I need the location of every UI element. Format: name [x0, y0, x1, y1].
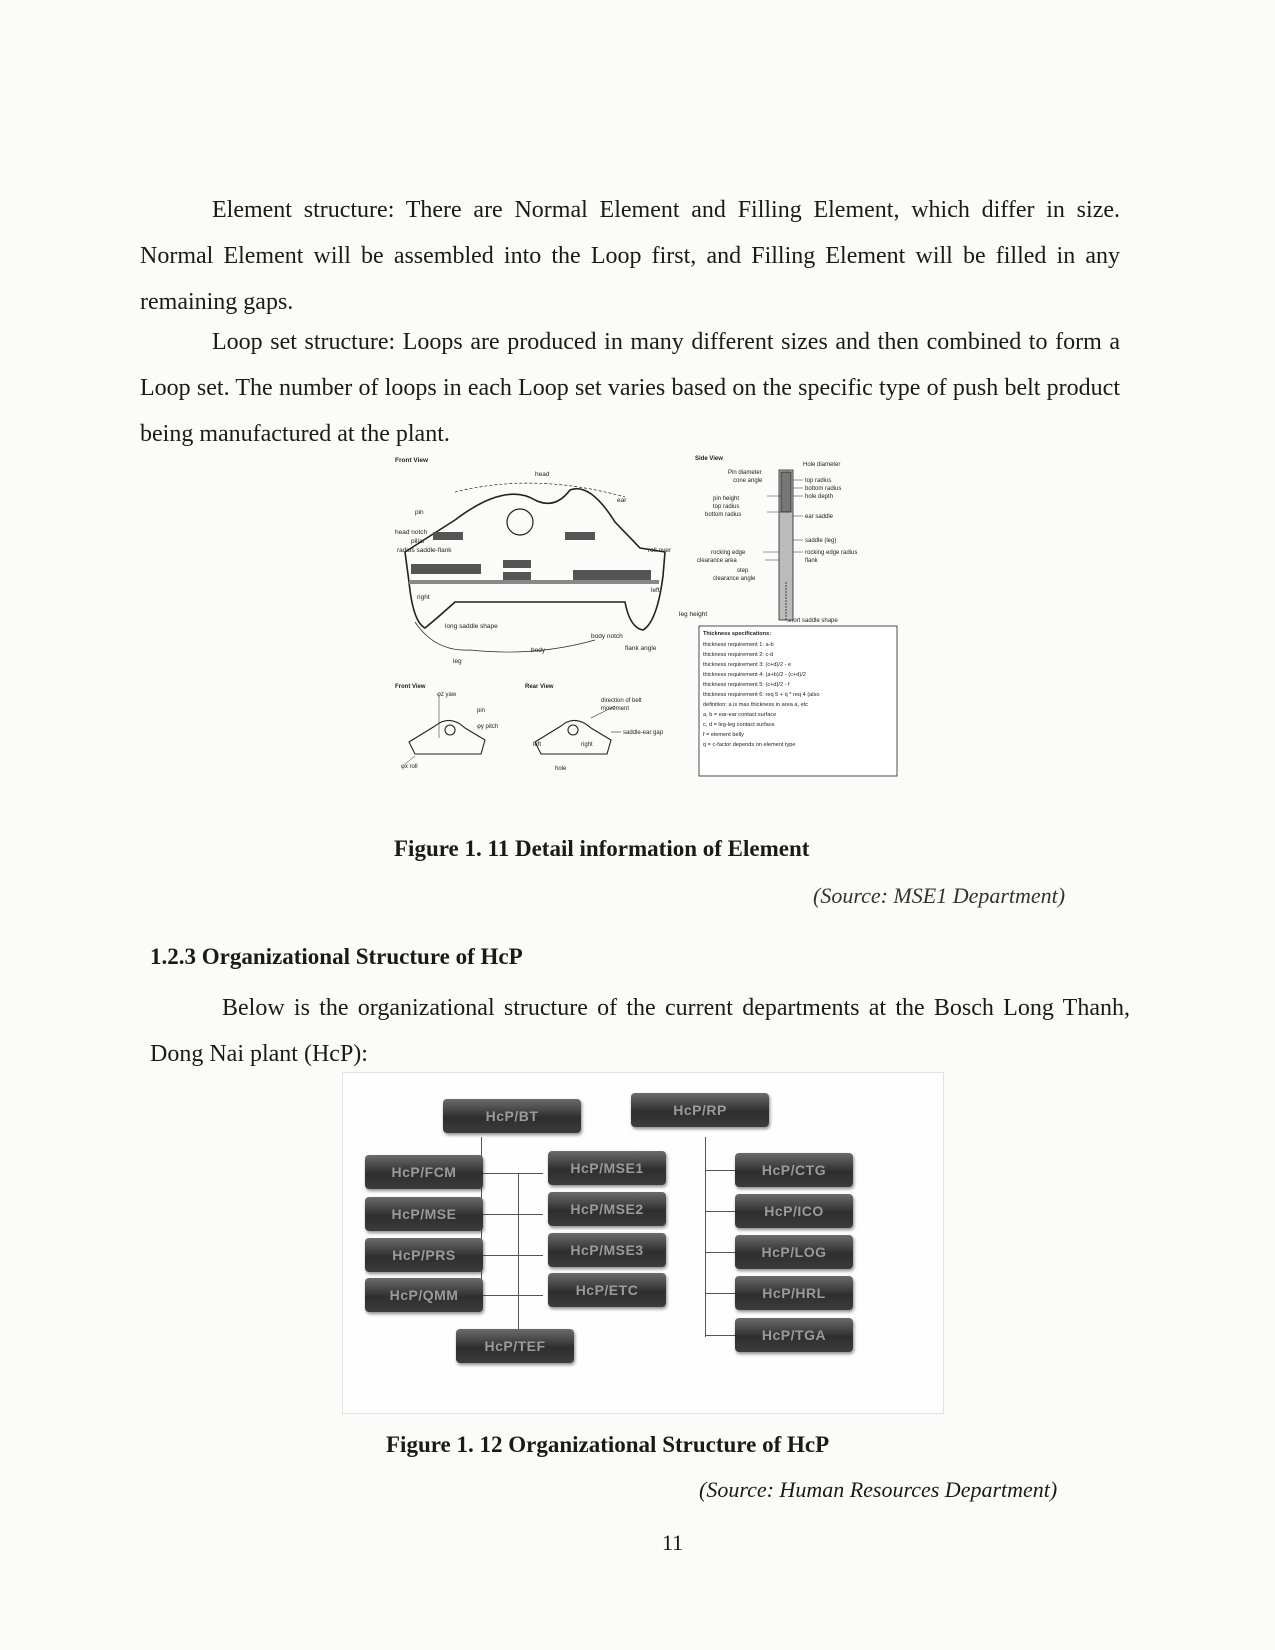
org-node-right: HcP/CTG [735, 1153, 853, 1187]
label-clearance-angle: clearance angle [713, 576, 756, 582]
side-view-title: Side View [695, 456, 723, 462]
page-number: 11 [662, 1530, 684, 1555]
thickness-title: Thickness specifications: [703, 631, 771, 637]
label-hole-depth: hole depth [805, 494, 833, 500]
org-node-middle: HcP/MSE2 [548, 1192, 666, 1226]
org-node-top: HcP/BT [443, 1099, 581, 1133]
label-direction: direction of belt [601, 698, 642, 704]
label-rocking-edge: rocking edge [711, 550, 746, 556]
thickness-line: thickness requirement 5: (c+d)/2 - f [703, 682, 790, 688]
section-heading: 1.2.3 Organizational Structure of HcP [150, 944, 523, 969]
thickness-line: thickness requirement 1: a-b [703, 642, 774, 648]
org-node-left: HcP/FCM [365, 1155, 483, 1189]
label-pin-height: pin height [713, 496, 739, 502]
label-ear: ear [617, 497, 627, 504]
label-head-notch: head notch [395, 529, 428, 536]
thickness-line: thickness requirement 4: (a+b)/2 - (c+d)… [703, 672, 806, 678]
label-rocking-edge-radius: rocking edge radius [805, 550, 857, 556]
label-saddle-ear-gap: saddle-ear gap [623, 730, 664, 736]
figure-12-source: (Source: Human Resources Department) [699, 1477, 1058, 1502]
label-left-rear: left [533, 742, 541, 748]
thickness-line: definition: a is max thickness in area a… [703, 702, 808, 708]
label-top-radius: top radius [713, 504, 739, 510]
label-pin-small: pin [477, 708, 485, 714]
label-saddle-leg: saddle (leg) [805, 538, 836, 544]
element-detail-diagram: Front View head ear pin head notch pilla… [395, 456, 898, 777]
label-radius-saddle-flank: radius saddle-flank [397, 547, 452, 554]
label-cone-angle: cone angle [733, 478, 763, 484]
label-bottom-radius: bottom radius [705, 512, 741, 518]
label-top-radius-right: top radius [805, 478, 831, 484]
label-pin: pin [415, 509, 424, 516]
org-node-right: HcP/TGA [735, 1318, 853, 1352]
org-node-right: HcP/LOG [735, 1235, 853, 1269]
org-node-bottom: HcP/TEF [456, 1329, 574, 1363]
figure-11-caption: Figure 1. 11 Detail information of Eleme… [394, 836, 810, 861]
label-head: head [535, 471, 550, 478]
label-right-rear: right [581, 742, 593, 748]
label-body-notch: body notch [591, 633, 623, 640]
paragraph-loop-set-structure: Loop set structure: Loops are produced i… [140, 319, 1120, 457]
label-hole: hole [555, 766, 567, 772]
label-flank: flank [805, 558, 819, 564]
label-short-saddle-shape: short saddle shape [787, 618, 838, 624]
label-step: step [737, 568, 749, 574]
org-node-middle: HcP/ETC [548, 1273, 666, 1307]
thickness-line: thickness requirement 6: req 5 + q * req… [703, 692, 819, 698]
paragraph-element-structure: Element structure: There are Normal Elem… [140, 187, 1120, 325]
thickness-line: c, d = leg-leg contact surface [703, 722, 775, 728]
figure-11-source: (Source: MSE1 Department) [813, 883, 1066, 908]
org-node-left: HcP/PRS [365, 1238, 483, 1272]
org-node-left: HcP/MSE [365, 1197, 483, 1231]
label-clearance-area: clearance area [697, 558, 737, 564]
front-view-title: Front View [395, 457, 429, 464]
paragraph-text: Element structure: There are Normal Elem… [140, 197, 1120, 315]
label-flank-angle: flank angle [625, 645, 657, 652]
org-node-top: HcP/RP [631, 1093, 769, 1127]
label-right: right [417, 594, 430, 601]
org-node-left: HcP/QMM [365, 1278, 483, 1312]
thickness-line: a, b = ear-ear contact surface [703, 712, 776, 718]
label-leg-height: leg height [679, 611, 707, 618]
label-left: left [651, 587, 660, 594]
thickness-line: q = c-factor depends on element type [703, 742, 796, 748]
front-view-small-title: Front View [395, 684, 426, 690]
label-yaw: φz yaw [437, 692, 457, 698]
label-pitch: φy pitch [477, 724, 498, 730]
figure-12-caption: Figure 1. 12 Organizational Structure of… [386, 1432, 830, 1457]
label-leg: leg [453, 658, 462, 665]
org-node-right: HcP/HRL [735, 1276, 853, 1310]
rear-view-title: Rear View [525, 684, 554, 690]
label-long-saddle-shape: long saddle shape [445, 623, 498, 630]
thickness-line: thickness requirement 3: (c+d)/2 - e [703, 662, 791, 668]
org-chart: HcP/BT HcP/RP HcP/FCM HcP/MSE HcP/PRS Hc… [342, 1072, 944, 1414]
label-ear-saddle: ear saddle [805, 514, 834, 520]
element-front-shape [404, 482, 666, 653]
label-pin-diameter: Pin diameter [728, 470, 762, 476]
label-roll: φx roll [401, 764, 418, 770]
org-node-middle: HcP/MSE1 [548, 1151, 666, 1185]
element-side-shape [778, 469, 794, 621]
label-pillar: pillar [411, 538, 426, 545]
org-node-middle: HcP/MSE3 [548, 1233, 666, 1267]
label-movement: movement [601, 706, 629, 712]
thickness-line: thickness requirement 2: c-d [703, 652, 773, 658]
thickness-spec-box: Thickness specifications: thickness requ… [698, 625, 898, 777]
label-bottom-radius-right: bottom radius [805, 486, 841, 492]
section-paragraph-text: Below is the organizational structure of… [150, 995, 1130, 1067]
thickness-line: f = element belly [703, 732, 744, 738]
element-small-views [404, 696, 621, 765]
paragraph-text: Loop set structure: Loops are produced i… [140, 329, 1120, 447]
label-hole-diameter: Hole diameter [803, 462, 840, 468]
section-paragraph: Below is the organizational structure of… [150, 985, 1130, 1077]
org-node-right: HcP/ICO [735, 1194, 853, 1228]
